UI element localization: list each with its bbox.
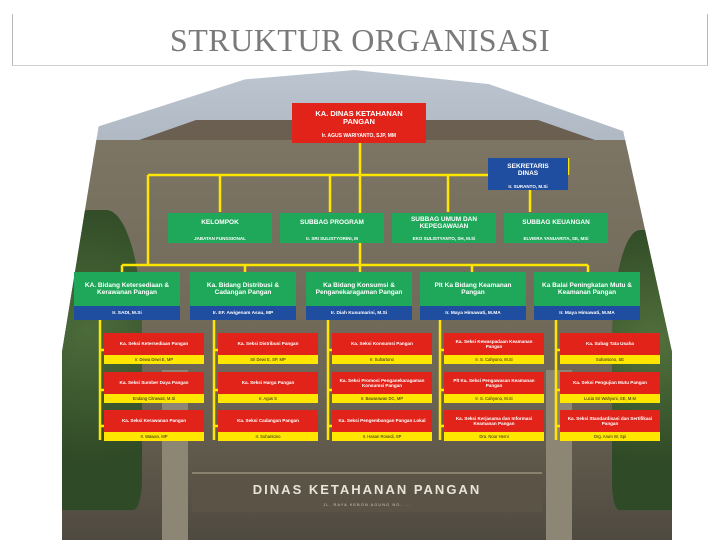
seksi-title: Ka. Seksi Sumber Daya Pangan [119, 380, 189, 386]
bidang-box: Ka. Bidang Distribusi & Cadangan Pangan [190, 272, 296, 306]
subbag-name: EKO SULISTYANTO, SH, M.Si [392, 233, 496, 243]
building-sign-address: JL. RAYA KEBON AGUNG NO. ... [323, 502, 411, 507]
bidang-name: Ir. EF. Awigenam Asau, MP [190, 306, 296, 320]
bidang-box: Plt Ka Bidang Keamanan Pangan [420, 272, 526, 306]
seksi-title: Ka. Seksi Ketersediaan Pangan [119, 341, 189, 347]
subbag-title: SUBBAG KEUANGAN [522, 219, 590, 227]
seksi-box: Ka. Seksi Kewaspadaan Keamanan Pangan [444, 333, 544, 355]
secretary-name: Ir. SURANTO, M.Si [488, 182, 568, 190]
subbag-title: SUBBAG PROGRAM [300, 219, 364, 227]
seksi-title: Ka. Seksi Kewaspadaan Keamanan Pangan [455, 338, 533, 349]
seksi-name: Drg. Arum W, Spi [560, 432, 660, 441]
seksi-title: Plt Ka. Seksi Pengawasan Keamanan Pangan [453, 377, 535, 388]
seksi-box: Ka. Seksi Kerawanan Pangan [104, 410, 204, 432]
subbag-box-kelompok: KELOMPOK [168, 213, 272, 233]
seksi-name: Lucia Sri Wahyuni, SE, M.M [560, 394, 660, 403]
seksi-title: Ka. Seksi Standardisasi dan Sertifikasi … [567, 415, 653, 426]
seksi-title: Ka. Seksi Cadangan Pangan [237, 418, 299, 424]
seksi-name: Ir. Hasan Rosedi, SP [332, 432, 432, 441]
seksi-name: Ir. Agus S [218, 394, 318, 403]
seksi-title: Ka. Seksi Kerawanan Pangan [121, 418, 187, 424]
subbag-box-umum: SUBBAG UMUM DAN KEPEGAWAIAN [392, 213, 496, 233]
seksi-box: Ka. Seksi Distribusi Pangan [218, 333, 318, 355]
seksi-title: Ka. Seksi Distribusi Pangan [237, 341, 299, 347]
seksi-name: Ir. Suharsono [218, 432, 318, 441]
head-title: KA. DINAS KETAHANAN PANGAN [315, 108, 403, 126]
seksi-name: Ir. Dewa Dewi E, MP [104, 355, 204, 364]
subbag-name: ELVIERA YANUARITA, SE, MSi [504, 233, 608, 243]
bidang-title: Ka Balai Peningkatan Mutu & Keamanan Pan… [542, 281, 632, 296]
subbag-name: JABATAN FUNGSIONAL [168, 233, 272, 243]
subbag-box-program: SUBBAG PROGRAM [280, 213, 384, 233]
seksi-box: Plt Ka. Seksi Pengawasan Keamanan Pangan [444, 372, 544, 394]
seksi-title: Ka. Seksi Harga Pangan [241, 380, 295, 386]
seksi-box: Ka. Seksi Promosi Penganekaragaman Konsu… [332, 372, 432, 394]
bidang-name: Ir. Diah Kusumarini, M.Si [306, 306, 412, 320]
seksi-title: Ka. Seksi Pengujian Mutu Pangan [573, 380, 647, 386]
seksi-box: Ka. Seksi Pengujian Mutu Pangan [560, 372, 660, 394]
seksi-title: Ka. Seksi Konsumsi Pangan [351, 341, 413, 347]
secretary-title: SEKRETARIS DINAS [507, 162, 549, 177]
building-sign: DINAS KETAHANAN PANGAN JL. RAYA KEBON AG… [192, 472, 542, 512]
seksi-name: Dra. Noor Herni [444, 432, 544, 441]
title-frame [12, 14, 708, 66]
seksi-box: Ka. Subag Tata Usaha [560, 333, 660, 355]
seksi-name: Ir. Wawan, MP [104, 432, 204, 441]
seksi-title: Ka. Seksi Kerjasama dan Informasi Keaman… [455, 415, 533, 426]
seksi-title: Ka. Seksi Pengembangan Pangan Lokal [338, 418, 426, 424]
seksi-box: Ka. Seksi Pengembangan Pangan Lokal [332, 410, 432, 432]
slide-title: STRUKTUR ORGANISASI [169, 22, 551, 58]
bidang-name: Ir. Maya Himawati, M.MA [534, 306, 640, 320]
seksi-box: Ka. Seksi Harga Pangan [218, 372, 318, 394]
bidang-title: Ka Bidang Konsumsi & Penganekaragaman Pa… [315, 281, 403, 296]
bidang-box: Ka Bidang Konsumsi & Penganekaragaman Pa… [306, 272, 412, 306]
seksi-name: Ir. S. Cahyono, M.Si [444, 394, 544, 403]
seksi-name: Sri Dewi E, SP, MP [218, 355, 318, 364]
bidang-title: Plt Ka Bidang Keamanan Pangan [434, 281, 512, 296]
seksi-name: Endang Citrawati, M.Si [104, 394, 204, 403]
bidang-title: KA. Bidang Ketersediaan & Kerawanan Pang… [84, 281, 170, 296]
secretary-box: SEKRETARIS DINAS [488, 158, 568, 182]
seksi-name: Ir. Suhartono [332, 355, 432, 364]
seksi-name: Suharsono, SE [560, 355, 660, 364]
subbag-title: KELOMPOK [201, 219, 239, 227]
seksi-box: Ka. Seksi Konsumsi Pangan [332, 333, 432, 355]
subbag-name: Ir. SRI SULISTYORINI, M [280, 233, 384, 243]
seksi-box: Ka. Seksi Sumber Daya Pangan [104, 372, 204, 394]
seksi-title: Ka. Subag Tata Usaha [586, 341, 634, 347]
seksi-name: Ir. Bawarawan DC, MP [332, 394, 432, 403]
bidang-name: Ir. SADI, M.Si [74, 306, 180, 320]
seksi-box: Ka. Seksi Ketersediaan Pangan [104, 333, 204, 355]
seksi-name: Ir. S. Cahyono, M.Si [444, 355, 544, 364]
seksi-box: Ka. Seksi Standardisasi dan Sertifikasi … [560, 410, 660, 432]
head-name: Ir. AGUS WARIYANTO, SJP, MM [294, 130, 424, 141]
building-sign-text: DINAS KETAHANAN PANGAN [252, 482, 482, 497]
subbag-title: SUBBAG UMUM DAN KEPEGAWAIAN [410, 215, 478, 230]
bidang-title: Ka. Bidang Distribusi & Cadangan Pangan [206, 281, 280, 296]
bidang-box: Ka Balai Peningkatan Mutu & Keamanan Pan… [534, 272, 640, 306]
seksi-box: Ka. Seksi Kerjasama dan Informasi Keaman… [444, 410, 544, 432]
seksi-title: Ka. Seksi Promosi Penganekaragaman Konsu… [339, 377, 425, 388]
seksi-box: Ka. Seksi Cadangan Pangan [218, 410, 318, 432]
bidang-box: KA. Bidang Ketersediaan & Kerawanan Pang… [74, 272, 180, 306]
subbag-box-keuangan: SUBBAG KEUANGAN [504, 213, 608, 233]
bidang-name: Ir. Maya Himawati, M.MA [420, 306, 526, 320]
